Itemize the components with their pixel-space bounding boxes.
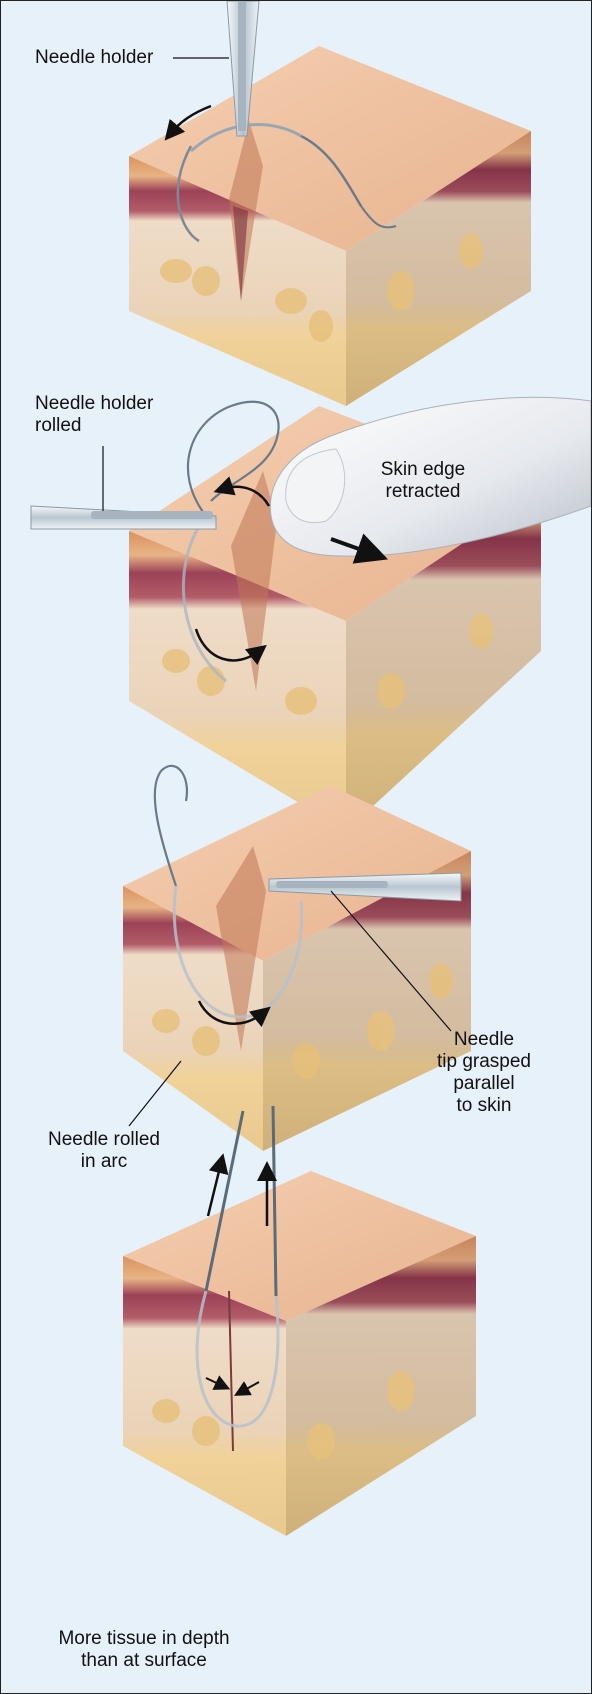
label-needle-rolled-in-arc: Needle rolled in arc bbox=[29, 1129, 179, 1173]
label-needle-tip-grasped: Needle tip grasped parallel to skin bbox=[419, 1029, 549, 1117]
label-more-tissue: More tissue in depth than at surface bbox=[19, 1628, 269, 1672]
tissue-block-4 bbox=[123, 1171, 476, 1536]
label-needle-holder: Needle holder bbox=[35, 47, 153, 69]
label-needle-holder-rolled: Needle holder rolled bbox=[35, 393, 153, 437]
label-skin-edge-retracted: Skin edge retracted bbox=[353, 459, 493, 503]
pull-arrow-left bbox=[208, 1163, 221, 1216]
tissue-block-1 bbox=[129, 46, 531, 406]
